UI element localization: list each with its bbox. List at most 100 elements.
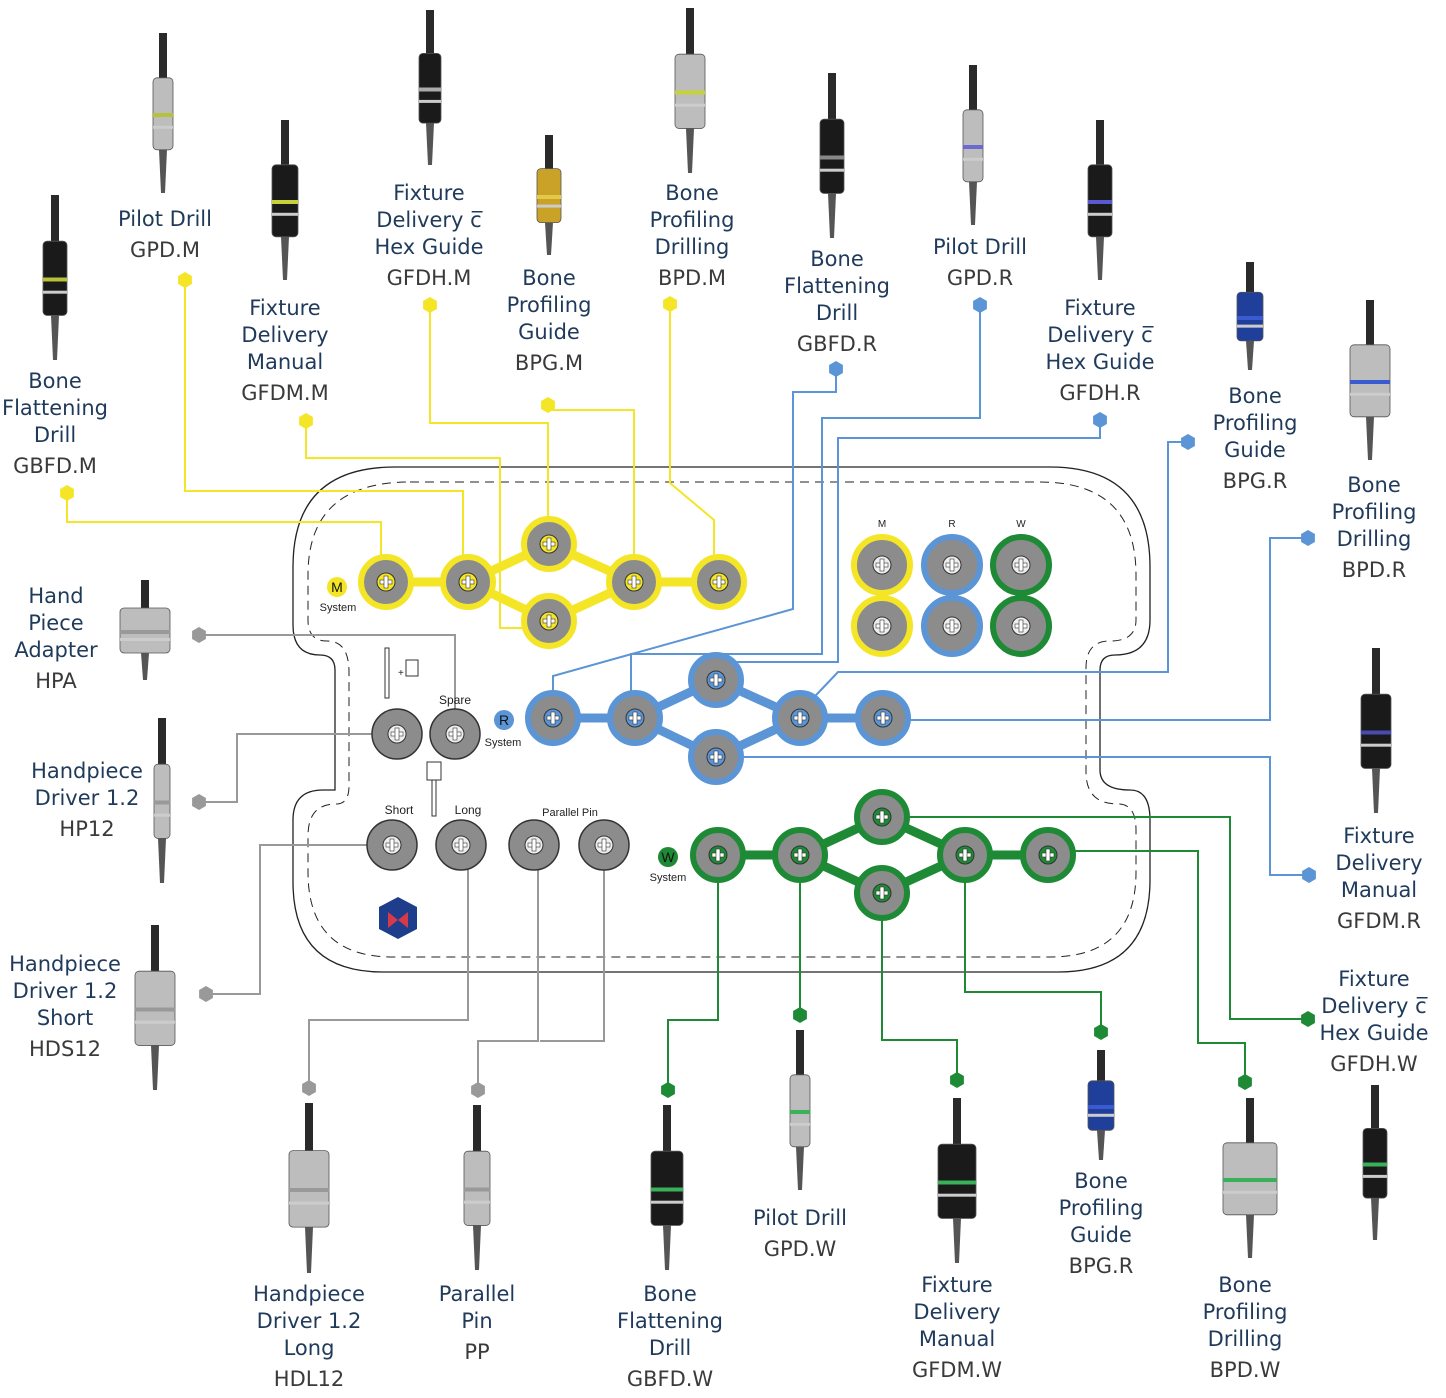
short-label: Short: [385, 803, 414, 817]
neutral-socket: [366, 819, 418, 871]
tool-shank: [953, 1098, 961, 1145]
stock-socket: [921, 595, 983, 657]
tool-band: [272, 212, 298, 216]
leader-endpoint-hex-icon: [1302, 867, 1316, 883]
instrument-name-line: Drilling: [1336, 527, 1412, 551]
stock-socket: [990, 534, 1052, 596]
instrument-name-line: Delivery: [913, 1300, 1001, 1324]
instrument-name-line: Bone: [1228, 384, 1282, 408]
leader-line: [799, 441, 1188, 713]
tool-shank: [796, 1030, 804, 1075]
instrument-name-line: Hex Guide: [1319, 1021, 1429, 1045]
logo-hex: [379, 897, 417, 939]
tool-shank: [1246, 262, 1254, 293]
leader-endpoint-hex-icon: [1301, 530, 1315, 546]
instrument-name-line: Handpiece: [9, 952, 121, 976]
r-system-badge: [494, 710, 514, 730]
leader-lines: [66, 280, 1309, 1090]
instrument-name-line: Flattening: [784, 274, 890, 298]
socket-slot: [949, 558, 955, 572]
tool-tip: [281, 236, 289, 280]
socket-slot: [531, 838, 537, 852]
tool-band: [1363, 1174, 1387, 1178]
tool-band: [537, 204, 561, 208]
instrument-name-line: Manual: [246, 350, 324, 374]
tool-band: [154, 800, 170, 805]
tool-band: [675, 90, 705, 95]
instrument-code: GFDM.W: [911, 1358, 1003, 1382]
tool-gbfd-m-picture: [42, 195, 68, 360]
instrument-name-line: Delivery: [1335, 851, 1423, 875]
socket-slot: [394, 727, 400, 741]
instrument-code: GFDH.W: [1330, 1052, 1418, 1076]
instrument-name-line: Delivery: [241, 323, 329, 347]
tool-band: [1361, 730, 1391, 735]
socket-slot: [716, 575, 722, 589]
tool-band: [1223, 1190, 1277, 1194]
socket-slot: [546, 537, 552, 551]
tool-tip: [1371, 1198, 1379, 1240]
m-system-socket: [358, 554, 414, 610]
instrument-code: BPG.R: [1222, 469, 1288, 493]
w-system-socket: [1020, 827, 1076, 883]
r-system-socket: [607, 690, 663, 746]
tool-band: [1088, 1113, 1114, 1117]
tool-shank: [159, 33, 167, 78]
tool-band: [120, 638, 170, 641]
instrument-name-line: Fixture: [249, 296, 321, 320]
instrument-name-line: Drill: [815, 301, 859, 325]
instrument-name-line: Drilling: [1207, 1327, 1283, 1351]
instrument-name-line: Pilot Drill: [118, 207, 212, 231]
stock-header-m: M: [878, 519, 886, 530]
instrument-name-line: Pilot Drill: [933, 235, 1027, 259]
instrument-code: BPD.M: [657, 266, 727, 290]
instrument-code: HDS12: [28, 1037, 102, 1061]
r-system-letter: R: [499, 712, 509, 728]
instrument-name-line: Long: [283, 1336, 335, 1360]
tool-band: [135, 1007, 175, 1012]
socket-slot: [389, 838, 395, 852]
long-label: Long: [455, 803, 482, 817]
tool-tip: [158, 838, 166, 883]
socket-slot: [452, 727, 458, 741]
instrument-name-line: Fixture: [393, 181, 465, 205]
leader-line: [206, 844, 392, 995]
socket-slot: [879, 810, 885, 824]
stock-socket: [851, 534, 913, 596]
leader-line: [308, 849, 469, 1088]
instrument-name-line: Driver 1.2: [12, 979, 118, 1003]
tool-tip: [1366, 416, 1374, 460]
instrument-name-line: Hex Guide: [1045, 350, 1155, 374]
instrument-name-line: Profiling: [1058, 1196, 1144, 1220]
tool-band: [419, 99, 441, 103]
tool-band: [1237, 324, 1263, 328]
leader-endpoint-hex-icon: [973, 297, 987, 313]
socket-slot: [601, 838, 607, 852]
instrument-name-line: Profiling: [649, 208, 735, 232]
instrument-code: GFDH.R: [1059, 381, 1141, 405]
instrument-name-line: Fixture: [1343, 824, 1415, 848]
instrument-name-line: Fixture: [1064, 296, 1136, 320]
tool-band: [120, 630, 170, 634]
leader-line: [630, 305, 981, 712]
instrument-name-line: Delivery c̅: [1047, 323, 1153, 347]
leader-line: [66, 493, 382, 572]
instrument-name-line: Manual: [1340, 878, 1418, 902]
tool-band: [938, 1193, 976, 1197]
tool-gfdh-m-picture: [418, 10, 442, 165]
leader-endpoint-hex-icon: [1238, 1074, 1252, 1090]
pictogram-adapter-icon: [405, 659, 419, 677]
tool-band: [1350, 380, 1390, 384]
m-system-socket: [606, 554, 662, 610]
instrument-code: BPD.R: [1341, 558, 1407, 582]
instrument-code: HP12: [59, 817, 115, 841]
leader-endpoint-hex-icon: [793, 1007, 807, 1023]
instrument-name-line: Delivery c̅: [1321, 994, 1427, 1018]
tool-shank: [663, 1105, 671, 1152]
